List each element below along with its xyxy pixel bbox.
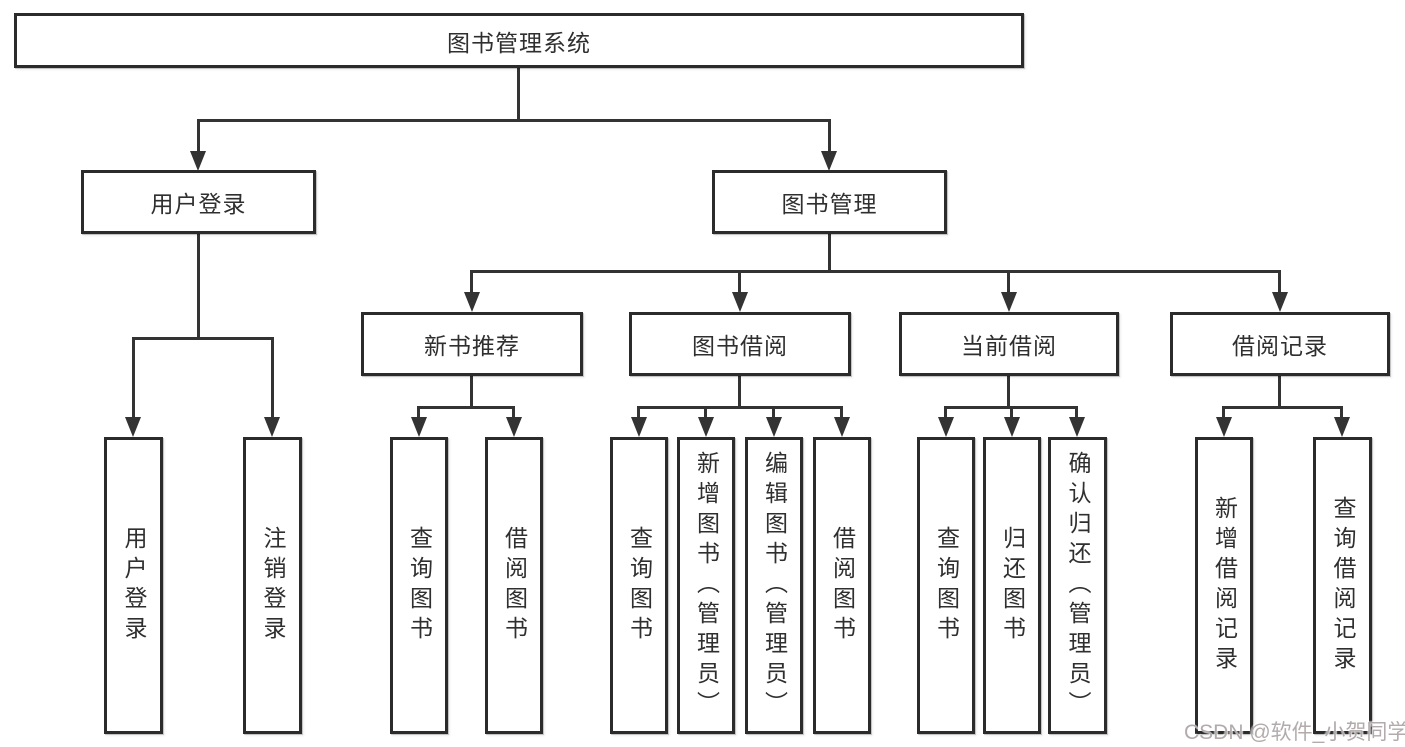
arrow-down xyxy=(411,417,427,437)
connector-line xyxy=(512,406,515,419)
leaf-records-add-record: 新增借阅记录 xyxy=(1195,437,1253,734)
connector-line xyxy=(1222,406,1343,409)
connector-line xyxy=(637,406,843,409)
arrow-down xyxy=(1069,417,1085,437)
watermark: CSDN @软件_小贺同学 xyxy=(1184,721,1405,744)
leaf-borrow-query-books: 查询图书 xyxy=(610,437,668,734)
arrow-down xyxy=(631,417,647,437)
connector-line xyxy=(828,232,831,273)
arrow-down xyxy=(506,417,522,437)
connector-line xyxy=(772,406,775,419)
leaf-borrow-borrow-books-label: 借阅图书 xyxy=(829,525,856,646)
leaf-user-login: 用户登录 xyxy=(104,437,163,734)
connector-line xyxy=(417,406,420,419)
arrow-down xyxy=(1001,292,1017,312)
leaf-current-confirm-return-admin-label: 确认归还（管理员） xyxy=(1065,450,1091,721)
leaf-user-login-label: 用户登录 xyxy=(121,525,147,646)
node-root-label: 图书管理系统 xyxy=(447,29,591,56)
node-book-management-label: 图书管理 xyxy=(781,191,878,217)
leaf-recommend-borrow-books-label: 借阅图书 xyxy=(501,525,528,646)
leaf-recommend-query-books: 查询图书 xyxy=(390,437,448,734)
arrow-down xyxy=(1334,417,1350,437)
arrow-down xyxy=(698,417,714,437)
arrow-down xyxy=(1272,292,1288,312)
node-new-book-recommend-label: 新书推荐 xyxy=(424,333,520,359)
connector-line xyxy=(1278,270,1281,294)
connector-line xyxy=(944,406,947,419)
node-new-book-recommend: 新书推荐 xyxy=(361,312,583,376)
arrow-down xyxy=(264,417,280,437)
node-book-borrow: 图书借阅 xyxy=(629,312,851,376)
connector-line xyxy=(1007,270,1010,294)
arrow-down xyxy=(190,151,206,171)
leaf-borrow-query-books-label: 查询图书 xyxy=(626,525,653,646)
connector-line xyxy=(197,119,200,155)
node-borrow-records-label: 借阅记录 xyxy=(1232,333,1328,359)
connector-line xyxy=(271,337,274,418)
leaf-logout-label: 注销登录 xyxy=(260,525,286,646)
leaf-records-add-record-label: 新增借阅记录 xyxy=(1211,495,1238,676)
leaf-logout: 注销登录 xyxy=(243,437,302,734)
connector-line xyxy=(470,374,473,409)
arrow-down xyxy=(125,417,141,437)
node-borrow-records: 借阅记录 xyxy=(1170,312,1390,376)
leaf-borrow-edit-books-admin-label: 编辑图书（管理员） xyxy=(761,450,788,721)
node-book-borrow-label: 图书借阅 xyxy=(692,333,788,359)
leaf-current-query-books-label: 查询图书 xyxy=(933,525,960,646)
connector-line xyxy=(1010,406,1013,419)
leaf-current-return-books-label: 归还图书 xyxy=(999,525,1026,646)
connector-line xyxy=(704,406,707,419)
leaf-current-query-books: 查询图书 xyxy=(917,437,975,734)
arrow-down xyxy=(1216,417,1232,437)
leaf-borrow-edit-books-admin: 编辑图书（管理员） xyxy=(745,437,803,734)
leaf-records-query-record: 查询借阅记录 xyxy=(1313,437,1372,734)
node-book-management: 图书管理 xyxy=(712,170,947,234)
leaf-borrow-borrow-books: 借阅图书 xyxy=(813,437,871,734)
connector-line xyxy=(1075,406,1078,419)
connector-line xyxy=(738,270,741,294)
node-user-login-label: 用户登录 xyxy=(150,191,247,217)
arrow-down xyxy=(732,292,748,312)
connector-line xyxy=(1278,374,1281,409)
leaf-recommend-query-books-label: 查询图书 xyxy=(406,525,433,646)
connector-line xyxy=(470,270,1281,273)
leaf-borrow-add-books-admin: 新增图书（管理员） xyxy=(677,437,735,734)
leaf-borrow-add-books-admin-label: 新增图书（管理员） xyxy=(693,450,720,721)
arrow-down xyxy=(1004,417,1020,437)
node-root: 图书管理系统 xyxy=(14,13,1024,68)
arrow-down xyxy=(766,417,782,437)
connector-line xyxy=(1007,374,1010,409)
arrow-down xyxy=(821,151,837,171)
leaf-recommend-borrow-books: 借阅图书 xyxy=(485,437,543,734)
connector-line xyxy=(132,337,135,418)
connector-line xyxy=(517,66,520,122)
leaf-records-query-record-label: 查询借阅记录 xyxy=(1330,495,1356,676)
connector-line xyxy=(637,406,640,419)
connector-line xyxy=(1222,406,1225,419)
connector-line xyxy=(738,374,741,409)
arrow-down xyxy=(464,292,480,312)
leaf-current-return-books: 归还图书 xyxy=(983,437,1041,734)
leaf-current-confirm-return-admin: 确认归还（管理员） xyxy=(1048,437,1107,734)
node-current-borrow: 当前借阅 xyxy=(899,312,1119,376)
connector-line xyxy=(840,406,843,419)
connector-line xyxy=(417,406,515,409)
connector-line xyxy=(197,119,831,122)
node-user-login: 用户登录 xyxy=(81,170,316,234)
connector-line xyxy=(197,232,200,340)
arrow-down xyxy=(938,417,954,437)
connector-line xyxy=(470,270,473,294)
node-current-borrow-label: 当前借阅 xyxy=(961,333,1057,359)
connector-line xyxy=(1340,406,1343,419)
connector-line xyxy=(132,337,274,340)
connector-line xyxy=(828,119,831,155)
arrow-down xyxy=(834,417,850,437)
